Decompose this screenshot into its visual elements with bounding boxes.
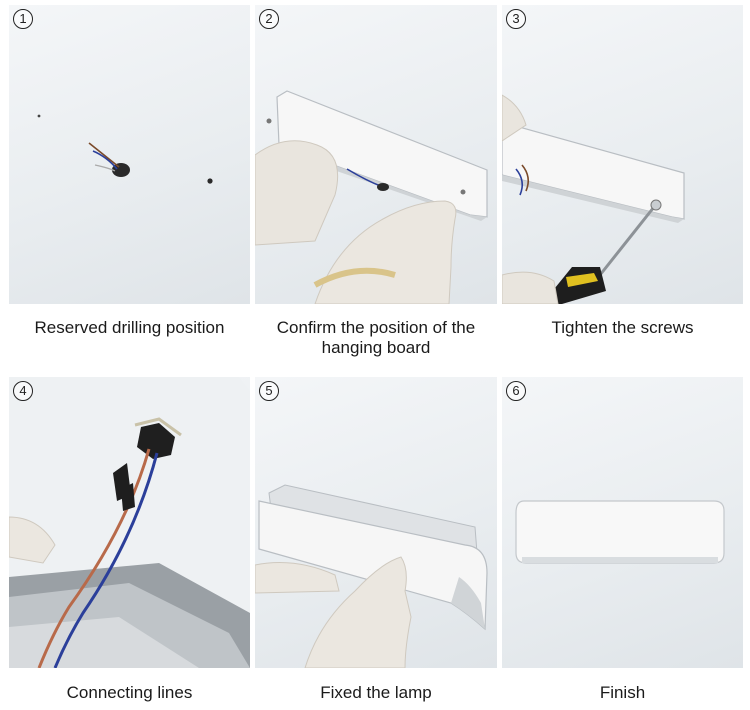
step-3: 3 Tighten the screws	[502, 5, 743, 365]
step-6: 6 Finish	[502, 377, 743, 707]
step-6-photo: 6	[502, 377, 743, 668]
step-number-badge: 4	[13, 381, 33, 401]
step-caption: Connecting lines	[66, 683, 193, 702]
step-4-photo: 4	[9, 377, 250, 668]
finished-lamp-illustration	[515, 500, 725, 564]
hanging-board-illustration	[255, 90, 488, 304]
wire-connection-illustration	[9, 377, 250, 668]
step-number-badge: 2	[259, 9, 279, 29]
step-5: 5 Fixed the lamp	[255, 377, 497, 707]
step-number-badge: 3	[506, 9, 526, 29]
step-2: 2 Confirm the position of the hanging bo…	[255, 5, 497, 365]
step-1-photo: 1	[9, 5, 250, 304]
step-caption: Confirm the position of the hanging boar…	[276, 318, 476, 357]
wall-drill-hole-illustration	[37, 114, 213, 184]
step-number-badge: 6	[506, 381, 526, 401]
step-caption: Finish	[599, 683, 646, 702]
step-caption: Fixed the lamp	[320, 683, 432, 702]
step-4: 4 Connecting lines	[9, 377, 250, 707]
step-caption: Reserved drilling position	[34, 318, 225, 337]
step-caption: Tighten the screws	[551, 318, 694, 337]
step-1: 1 Reserved drilling position	[9, 5, 250, 365]
fix-lamp-illustration	[255, 484, 488, 668]
step-number-badge: 5	[259, 381, 279, 401]
step-5-photo: 5	[255, 377, 497, 668]
screwdriver-illustration	[502, 94, 685, 304]
step-2-photo: 2	[255, 5, 497, 304]
step-3-photo: 3	[502, 5, 743, 304]
step-number-badge: 1	[13, 9, 33, 29]
